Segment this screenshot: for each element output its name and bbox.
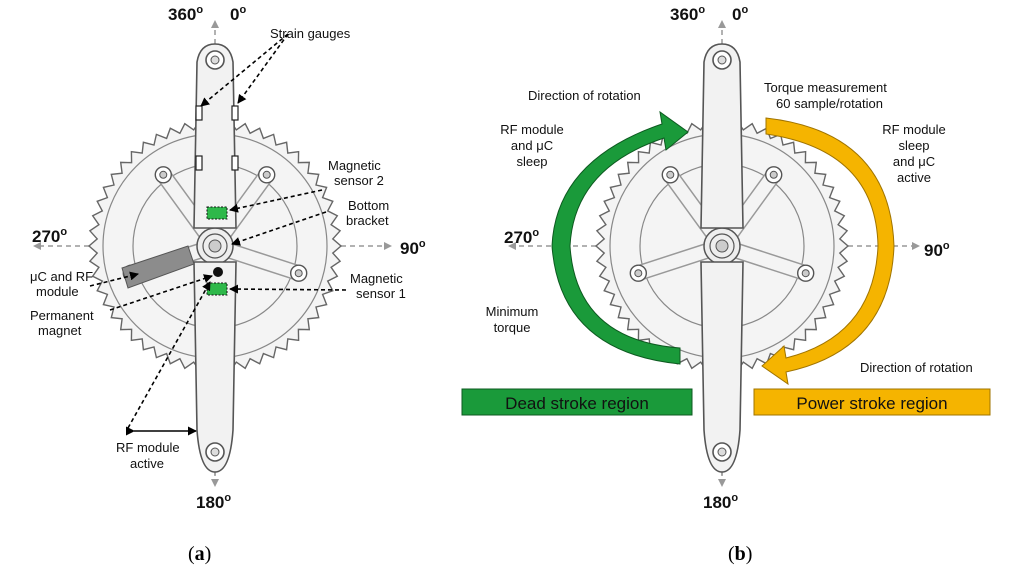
angle-180-a: 180o <box>196 492 231 512</box>
angle-270-b: 270o <box>504 227 539 247</box>
strain-gauges <box>195 105 239 171</box>
power-stroke-region-box <box>753 388 991 416</box>
uc-rf-module <box>121 245 195 289</box>
angle-0-b: 0o <box>732 4 748 24</box>
angle-90-b: 90o <box>924 240 950 260</box>
dead-stroke-region-box <box>461 388 693 416</box>
magnetic-sensor-2 <box>206 206 228 220</box>
angle-360-b: 360o <box>670 4 705 24</box>
label-strain-gauges: Strain gauges <box>270 26 351 41</box>
magnetic-sensor-1 <box>206 282 228 296</box>
angle-0-a: 0o <box>230 4 246 24</box>
angle-180-b: 180o <box>703 492 738 512</box>
leader-lines-a <box>89 33 347 429</box>
permanent-magnet <box>213 267 223 277</box>
angle-360-a: 360o <box>168 4 203 24</box>
caption-a: (a) <box>188 543 211 565</box>
dead-stroke-arrow <box>551 110 689 365</box>
caption-b: (b) <box>728 543 752 565</box>
crank-arm-a <box>193 43 237 473</box>
dead-stroke-region-label: Dead stroke region <box>505 394 649 413</box>
power-stroke-region-label: Power stroke region <box>796 394 947 413</box>
crank-arm-b <box>700 43 744 473</box>
panel-b: Dead stroke region Power stroke region 3… <box>461 4 991 565</box>
label-direction-bottom: Direction of rotation <box>860 360 973 375</box>
power-stroke-arrow <box>761 117 895 386</box>
angle-270-a: 270o <box>32 226 67 246</box>
angle-90-a: 90o <box>400 238 426 258</box>
panel-a: 360o 0o 270o 90o 180o Strain gauges Magn… <box>30 4 426 565</box>
label-direction-top: Direction of rotation <box>528 88 641 103</box>
